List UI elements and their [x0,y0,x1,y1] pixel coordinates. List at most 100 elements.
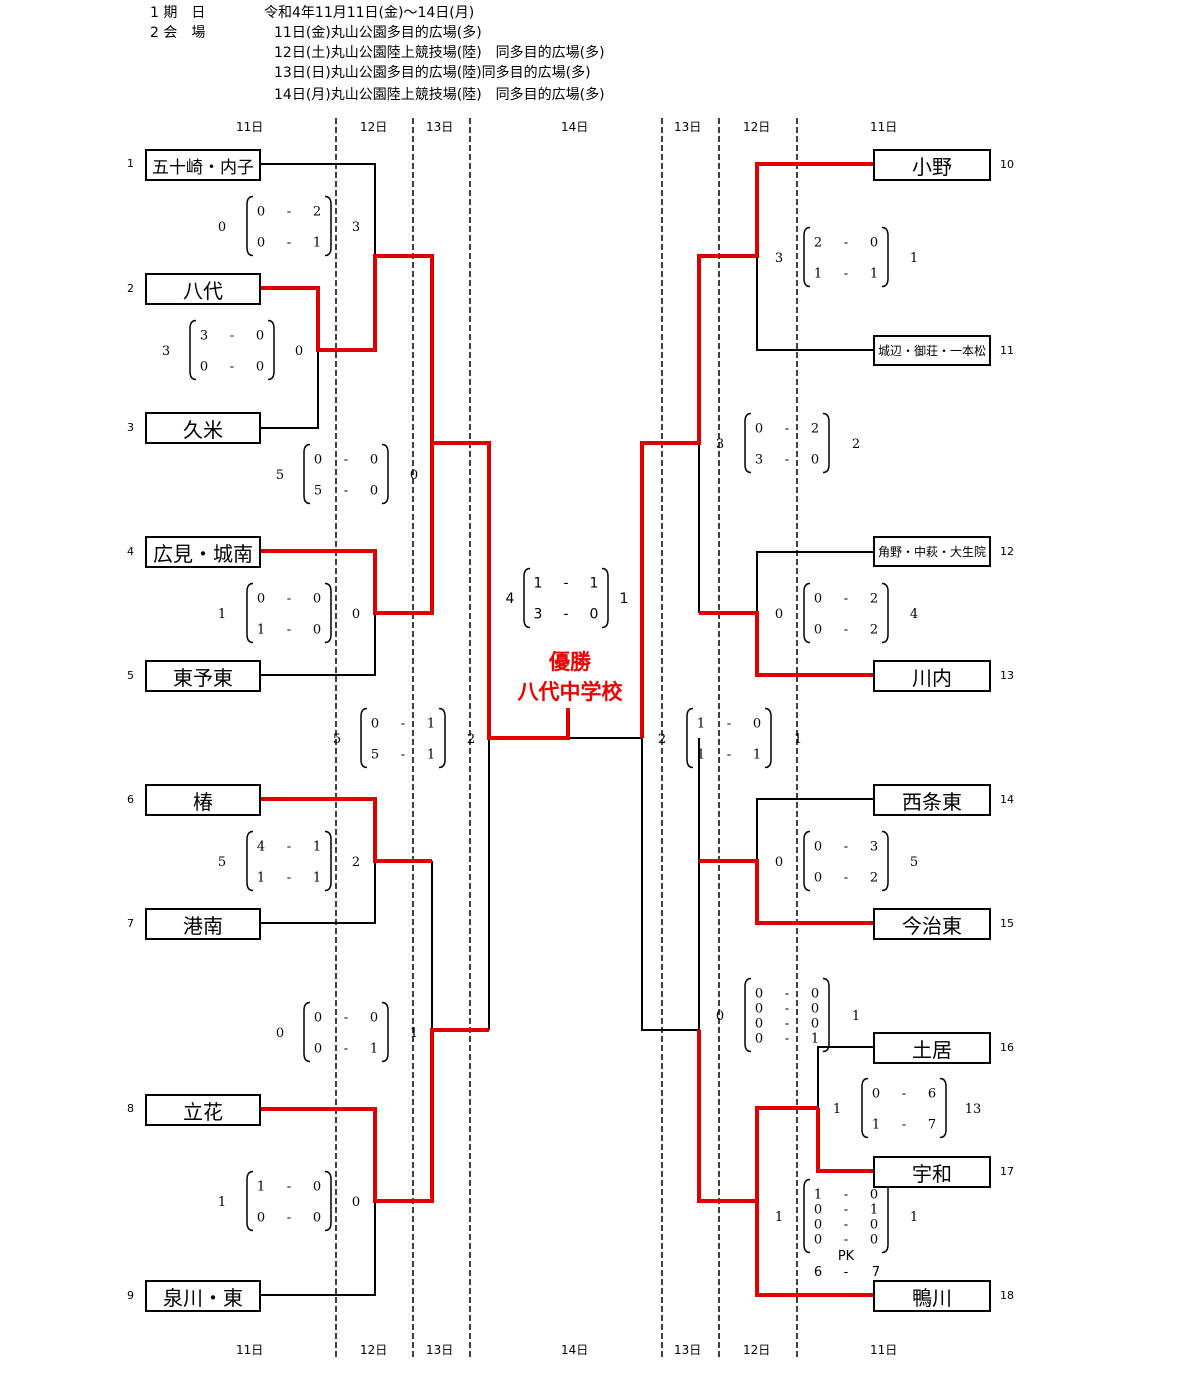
seed-number: 8 [127,1102,134,1115]
seed-number: 1 [127,157,134,170]
score-left: 1 [257,1180,265,1195]
winner-path [261,797,432,863]
score-bracket-right [438,707,446,769]
score-left: 0 [755,1032,763,1047]
score-bracket-right [881,1178,889,1254]
score-dash: - [727,748,731,763]
total-score: 0 [218,220,226,235]
score-left: 4 [257,840,265,855]
team-box: 五十崎・内子 [145,149,261,181]
score-dash: - [401,717,405,732]
score-bracket-right [381,443,389,505]
score-right: 1 [427,717,435,732]
score-right: 1 [313,871,321,886]
score-bracket-right [324,195,332,257]
score-bracket-right [324,1170,332,1232]
score-bracket-left [246,582,254,644]
total-score: 0 [352,1195,360,1210]
day-label: 11日 [236,1343,264,1357]
score-right: 1 [313,236,321,251]
score-left: 0 [814,592,822,607]
total-score: 1 [218,607,226,622]
team-box: 宇和 [873,1156,991,1188]
score-left: 0 [755,1017,763,1032]
seed-number: 11 [1000,344,1014,357]
score-right: 0 [313,623,321,638]
score-right: 7 [928,1118,936,1133]
pk-score: 7 [872,1265,880,1280]
score-right: 0 [811,1017,819,1032]
day-label: 13日 [674,1343,702,1357]
score-bracket-left [189,319,197,381]
total-score: 0 [775,607,783,622]
day-label: 14日 [561,120,589,134]
day-label: 12日 [743,1343,771,1357]
score-dash: - [785,1032,789,1047]
score-right: 0 [870,1218,878,1233]
score-left: 5 [314,484,322,499]
total-score: 1 [794,732,802,747]
score-right: 0 [811,1002,819,1017]
score-dash: - [344,1011,348,1026]
score-dash: - [287,205,291,220]
score-bracket-left [303,1001,311,1063]
score-dash: - [344,453,348,468]
total-score: 1 [218,1195,226,1210]
team-box: 川内 [873,660,991,692]
score-right: 1 [427,748,435,763]
score-right: 0 [870,1188,878,1203]
score-right: 1 [590,576,599,592]
score-left: 0 [755,987,763,1002]
total-score: 3 [716,437,724,452]
score-dash: - [844,1203,848,1218]
score-right: 0 [370,484,378,499]
score-right: 0 [590,607,599,623]
score-left: 1 [814,1188,822,1203]
score-bracket-right [601,567,609,629]
score-right: 0 [870,1233,878,1248]
seed-number: 9 [127,1289,134,1302]
seed-number: 17 [1000,1165,1014,1178]
score-dash: - [844,1233,848,1248]
seed-number: 6 [127,793,134,806]
score-dash: - [844,236,848,251]
day-label: 12日 [743,120,771,134]
score-left: 1 [814,267,822,282]
score-left: 0 [314,1011,322,1026]
champion-title: 優勝 [549,650,591,674]
score-left: 1 [534,576,543,592]
total-score: 5 [333,732,341,747]
winner-path [697,1030,757,1203]
score-dash: - [785,987,789,1002]
score-dash: - [902,1087,906,1102]
score-dash: - [287,1211,291,1226]
total-score: 1 [620,591,629,607]
winner-path [261,1028,489,1203]
score-bracket-left [744,977,752,1053]
total-score: 3 [775,251,783,266]
venue-line: 14日(月)丸山公園陸上競技場(陸) 同多目的広場(多) [274,87,605,103]
score-right: 1 [753,748,761,763]
total-score: 4 [910,607,918,622]
score-dash: - [344,484,348,499]
venue-line: 13日(日)丸山公園多目的広場(陸)同多目的広場(多) [274,65,591,81]
score-bracket-right [324,830,332,892]
seed-number: 15 [1000,917,1014,930]
seed-number: 5 [127,669,134,682]
score-left: 1 [257,623,265,638]
score-dash: - [844,840,848,855]
score-dash: - [230,360,234,375]
day-label: 13日 [426,1343,454,1357]
score-right: 3 [870,840,878,855]
pk-label: PK [838,1249,855,1264]
score-dash: - [785,422,789,437]
score-dash: - [844,871,848,886]
score-right: 2 [870,871,878,886]
score-dash: - [563,607,568,623]
team-box: 小野 [873,149,991,181]
score-bracket-left [803,226,811,288]
score-bracket-right [881,226,889,288]
score-bracket-left [803,582,811,644]
seed-number: 18 [1000,1289,1014,1302]
